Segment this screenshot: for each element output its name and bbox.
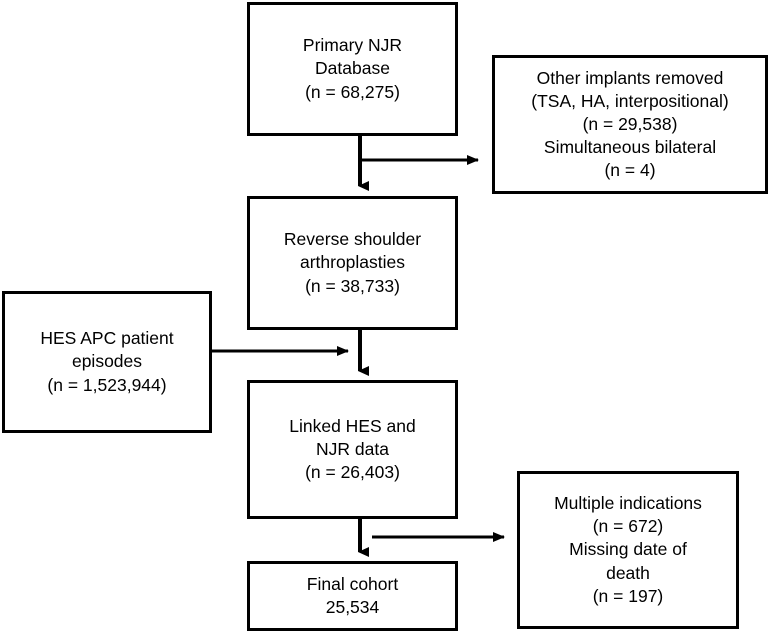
node-final-cohort: Final cohort 25,534	[247, 561, 458, 631]
node-hes-apc-patient-episodes: HES APC patient episodes (n = 1,523,944)	[2, 291, 212, 433]
node-primary-njr-database: Primary NJR Database (n = 68,275)	[247, 2, 458, 136]
node-multiple-indications-missing-date-of-death: Multiple indications (n = 672) Missing d…	[517, 471, 739, 629]
node-primary-njr-database-label: Primary NJR Database (n = 68,275)	[302, 35, 403, 102]
node-multiple-indications-missing-date-of-death-label: Multiple indications (n = 672) Missing d…	[554, 493, 702, 606]
node-reverse-shoulder-arthroplasties: Reverse shoulder arthroplasties (n = 38,…	[247, 196, 458, 330]
node-linked-hes-and-njr-data-label: Linked HES and NJR data (n = 26,403)	[289, 415, 416, 483]
node-other-implants-removed-label: Other implants removed (TSA, HA, interpo…	[531, 67, 729, 181]
node-hes-apc-patient-episodes-label: HES APC patient episodes (n = 1,523,944)	[40, 328, 174, 395]
node-other-implants-removed: Other implants removed (TSA, HA, interpo…	[492, 55, 768, 194]
node-linked-hes-and-njr-data: Linked HES and NJR data (n = 26,403)	[247, 380, 458, 519]
node-reverse-shoulder-arthroplasties-label: Reverse shoulder arthroplasties (n = 38,…	[283, 229, 422, 296]
node-final-cohort-label: Final cohort 25,534	[306, 573, 399, 617]
